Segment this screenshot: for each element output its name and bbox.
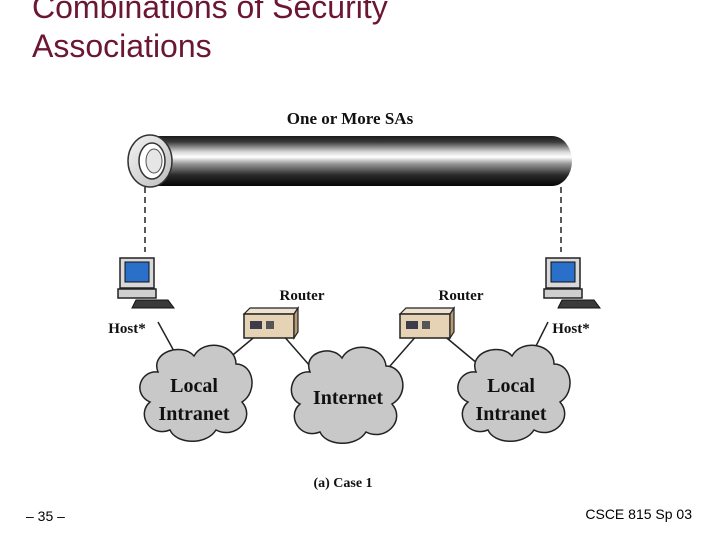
link-internet-right-router — [389, 333, 419, 367]
right-cloud-line2: Intranet — [475, 403, 546, 425]
right-host-computer-icon — [543, 257, 601, 309]
tunnel-label: One or More SAs — [287, 109, 414, 128]
left-router-label: Router — [280, 288, 325, 304]
right-router-icon — [398, 306, 456, 340]
right-intranet-cloud — [457, 344, 571, 442]
slide-title-line1: Combinations of Security — [32, 0, 388, 25]
course-footer: CSCE 815 Sp 03 — [585, 506, 692, 522]
sa-tunnel — [127, 134, 572, 188]
right-router-label: Router — [439, 288, 484, 304]
tunnel-body — [150, 136, 552, 186]
diagram-caption: (a) Case 1 — [313, 476, 372, 491]
page-number: – 35 – — [26, 508, 65, 524]
left-router-icon — [242, 306, 300, 340]
center-cloud-label: Internet — [313, 387, 383, 409]
slide-title: Combinations of Security Associations — [32, 0, 692, 66]
left-cloud-line2: Intranet — [158, 403, 229, 425]
right-host-label: Host* — [552, 321, 590, 337]
tunnel-right-end — [532, 136, 572, 186]
slide-title-line2: Associations — [32, 28, 212, 64]
left-host-label: Host* — [108, 321, 146, 337]
link-right-router-cloud — [441, 333, 479, 365]
link-left-router-internet — [281, 333, 311, 367]
tunnel-inner-hole — [145, 148, 163, 174]
left-cloud-line1: Local — [170, 375, 218, 397]
right-cloud-line1: Local — [487, 375, 535, 397]
left-host-computer-icon — [117, 257, 175, 309]
internet-cloud — [290, 346, 404, 444]
left-intranet-cloud — [139, 344, 253, 442]
